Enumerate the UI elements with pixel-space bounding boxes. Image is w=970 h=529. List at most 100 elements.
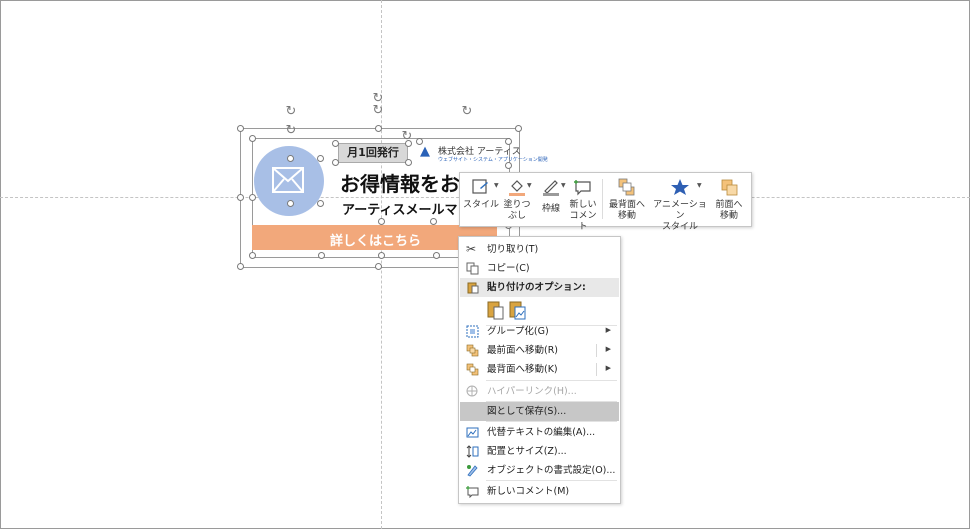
resize-handle[interactable] bbox=[416, 138, 423, 145]
menu-item-size-position[interactable]: 配置とサイズ(Z)... bbox=[460, 442, 619, 461]
menu-item-label: ハイパーリンク(H)... bbox=[487, 386, 577, 397]
dropdown-arrow-icon: ▼ bbox=[527, 182, 532, 189]
resize-handle[interactable] bbox=[505, 138, 512, 145]
resize-handle[interactable] bbox=[287, 200, 294, 207]
menu-item-label: 切り取り(T) bbox=[487, 244, 539, 255]
paste-keep-format-icon[interactable] bbox=[487, 300, 505, 320]
fill-button[interactable]: ▼ 塗りつ ぶし bbox=[500, 176, 534, 224]
dropdown-arrow-icon: ▼ bbox=[494, 182, 499, 189]
menu-item-label: 新しいコメント(M) bbox=[487, 486, 570, 497]
menu-item-send-to-back[interactable]: 最背面へ移動(K) ▶ bbox=[460, 360, 619, 379]
cta-label: 詳しくはこちら bbox=[330, 234, 422, 249]
resize-handle[interactable] bbox=[430, 218, 437, 225]
resize-handle[interactable] bbox=[249, 135, 256, 142]
scissors-icon: ✂ bbox=[466, 242, 477, 256]
resize-handle[interactable] bbox=[237, 125, 244, 132]
bring-to-front-icon bbox=[466, 344, 479, 357]
fill-icon bbox=[509, 180, 525, 196]
resize-handle[interactable] bbox=[237, 194, 244, 201]
resize-handle[interactable] bbox=[405, 140, 412, 147]
resize-handle[interactable] bbox=[378, 218, 385, 225]
resize-handle[interactable] bbox=[378, 252, 385, 259]
company-tagline: ウェブサイト・システム・アプリケーション開発 bbox=[438, 157, 548, 163]
paste-options-header: 貼り付けのオプション: bbox=[460, 278, 619, 297]
resize-handle[interactable] bbox=[317, 200, 324, 207]
animation-star-icon bbox=[671, 179, 689, 195]
new-comment-icon bbox=[574, 180, 591, 196]
fill-label: 塗りつ ぶし bbox=[503, 200, 531, 221]
company-name: 株式会社 アーティス bbox=[438, 147, 521, 157]
new-comment-button[interactable]: 新しい コメント bbox=[566, 176, 600, 232]
headline-text: お得情報をお bbox=[340, 172, 460, 196]
submenu-arrow-icon[interactable]: ▶ bbox=[605, 364, 611, 372]
resize-handle[interactable] bbox=[332, 159, 339, 166]
menu-item-label: 貼り付けのオプション: bbox=[487, 282, 586, 293]
bring-forward-icon bbox=[721, 179, 738, 196]
new-comment-label: 新しい コメント bbox=[569, 200, 597, 232]
paste-picture-icon[interactable] bbox=[509, 300, 527, 320]
menu-separator bbox=[486, 421, 617, 422]
animation-style-button[interactable]: ▼ アニメーション スタイル bbox=[651, 176, 709, 232]
resize-handle[interactable] bbox=[505, 162, 512, 169]
resize-handle[interactable] bbox=[375, 125, 382, 132]
resize-handle[interactable] bbox=[515, 125, 522, 132]
dropdown-arrow-icon: ▼ bbox=[697, 182, 702, 189]
monthly-badge: 月1回発行 bbox=[338, 143, 408, 163]
copy-icon bbox=[466, 262, 479, 275]
bring-forward-button[interactable]: 前面へ 移動 bbox=[710, 176, 748, 224]
globe-link-icon bbox=[466, 385, 478, 397]
menu-item-label: グループ化(G) bbox=[487, 326, 549, 337]
new-comment-icon bbox=[466, 486, 479, 498]
style-button[interactable]: ▼ スタイル bbox=[462, 176, 500, 224]
cta-button-shape bbox=[252, 225, 497, 250]
resize-handle[interactable] bbox=[249, 194, 256, 201]
rotate-handle-icon[interactable]: ↻ bbox=[372, 91, 384, 106]
menu-separator bbox=[486, 480, 617, 481]
menu-item-copy[interactable]: コピー(C) bbox=[460, 259, 619, 278]
dropdown-arrow-icon: ▼ bbox=[561, 182, 566, 189]
menu-item-label: 配置とサイズ(Z)... bbox=[487, 446, 567, 457]
menu-item-label: 最前面へ移動(R) bbox=[487, 345, 559, 356]
company-logo: ▲ 株式会社 アーティス ウェブサイト・システム・アプリケーション開発 bbox=[420, 142, 548, 164]
menu-item-cut[interactable]: ✂ 切り取り(T) bbox=[460, 240, 619, 259]
mini-toolbar: ▼ スタイル ▼ 塗りつ ぶし ▼ 枠線 新しい コメント 最背面へ 移動 bbox=[459, 172, 752, 232]
format-object-icon bbox=[467, 465, 478, 477]
resize-handle[interactable] bbox=[318, 252, 325, 259]
outline-button[interactable]: ▼ 枠線 bbox=[534, 176, 568, 224]
menu-item-format-object[interactable]: オブジェクトの書式設定(O)... bbox=[460, 461, 619, 480]
menu-item-label: 代替テキストの編集(A)... bbox=[487, 427, 596, 438]
resize-handle[interactable] bbox=[332, 140, 339, 147]
resize-handle[interactable] bbox=[433, 252, 440, 259]
menu-item-group[interactable]: グループ化(G) ▶ bbox=[460, 322, 619, 341]
resize-handle[interactable] bbox=[249, 252, 256, 259]
rotate-handle-icon[interactable]: ↻ bbox=[372, 103, 384, 118]
send-to-back-label: 最背面へ 移動 bbox=[608, 200, 645, 221]
size-position-icon bbox=[466, 445, 479, 458]
rotate-handle-icon[interactable]: ↻ bbox=[285, 123, 297, 138]
resize-handle[interactable] bbox=[237, 263, 244, 270]
resize-handle[interactable] bbox=[287, 155, 294, 162]
alt-text-icon bbox=[466, 427, 479, 438]
send-to-back-button[interactable]: 最背面へ 移動 bbox=[605, 176, 649, 224]
context-menu: ✂ 切り取り(T) コピー(C) 貼り付けのオプション: グ bbox=[458, 236, 621, 504]
rotate-handle-icon[interactable]: ↻ bbox=[401, 129, 413, 144]
rotate-handle-icon[interactable]: ↻ bbox=[461, 104, 473, 119]
paste-options-row bbox=[460, 298, 619, 322]
menu-item-new-comment[interactable]: 新しいコメント(M) bbox=[460, 482, 619, 501]
submenu-arrow-icon: ▶ bbox=[605, 326, 611, 334]
menu-item-label: 最背面へ移動(K) bbox=[487, 364, 558, 375]
selected-banner-group[interactable]: 月1回発行 ▲ 株式会社 アーティス ウェブサイト・システム・アプリケーション開… bbox=[237, 92, 548, 270]
clipboard-icon bbox=[467, 282, 479, 294]
mail-icon bbox=[272, 167, 304, 193]
menu-item-label: コピー(C) bbox=[487, 263, 530, 274]
resize-handle[interactable] bbox=[317, 155, 324, 162]
menu-item-label: オブジェクトの書式設定(O)... bbox=[487, 465, 616, 476]
menu-item-bring-to-front[interactable]: 最前面へ移動(R) ▶ bbox=[460, 341, 619, 360]
rotate-handle-icon[interactable]: ↻ bbox=[285, 104, 297, 119]
resize-handle[interactable] bbox=[375, 263, 382, 270]
send-to-back-icon bbox=[466, 363, 479, 376]
menu-item-save-as-picture[interactable]: 図として保存(S)... bbox=[460, 402, 619, 421]
resize-handle[interactable] bbox=[405, 159, 412, 166]
submenu-arrow-icon[interactable]: ▶ bbox=[605, 345, 611, 353]
menu-item-alt-text[interactable]: 代替テキストの編集(A)... bbox=[460, 423, 619, 442]
